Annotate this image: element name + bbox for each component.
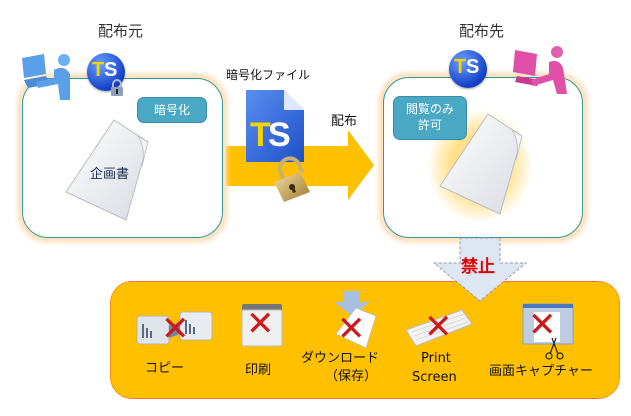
cross-icon: ✕ [246,304,275,344]
cross-icon: ✕ [337,309,366,349]
ts-badge-icon: T S [87,53,125,91]
destination-title: 配布先 [459,22,505,40]
cross-icon: ✕ [528,305,557,345]
view-only-tag: 閲覧のみ 許可 [393,96,467,140]
keyboard-icon [405,309,473,347]
receiver-user-icon [513,46,567,94]
download-label-line2: （保存） [325,369,378,384]
source-title: 配布元 [98,22,144,40]
encrypted-file-label: 暗号化ファイル [226,68,311,82]
printscreen-label-line2: Screen [412,370,457,385]
download-icon [334,291,377,349]
encrypt-tag: 暗号化 [137,97,207,123]
copy-label: コピー [145,361,185,376]
download-label-line1: ダウンロード [301,351,380,366]
cross-icon: ✕ [161,309,190,349]
distribute-label: 配布 [331,114,358,129]
screen-capture-icon [522,303,574,360]
cross-icon: ✕ [424,307,453,347]
lock-icon [111,79,123,96]
printscreen-label-line1: Print [421,351,451,366]
view-only-document-icon [439,113,523,215]
document-label: 企画書 [90,167,130,182]
prohibited-arrow [432,237,528,302]
sender-user-icon [22,54,70,100]
svg-text:S: S [268,116,291,154]
copy-icon [136,311,213,345]
padlock-icon [274,156,310,202]
encrypted-file-icon: T S [246,90,304,162]
prohibited-label: 禁止 [461,257,495,277]
screen-capture-label: 画面キャプチャー [489,364,593,379]
svg-text:T: T [250,116,271,154]
ts-badge-icon: T S [449,50,487,88]
print-label: 印刷 [245,363,272,378]
printer-icon [241,304,283,347]
document-icon [65,119,149,221]
